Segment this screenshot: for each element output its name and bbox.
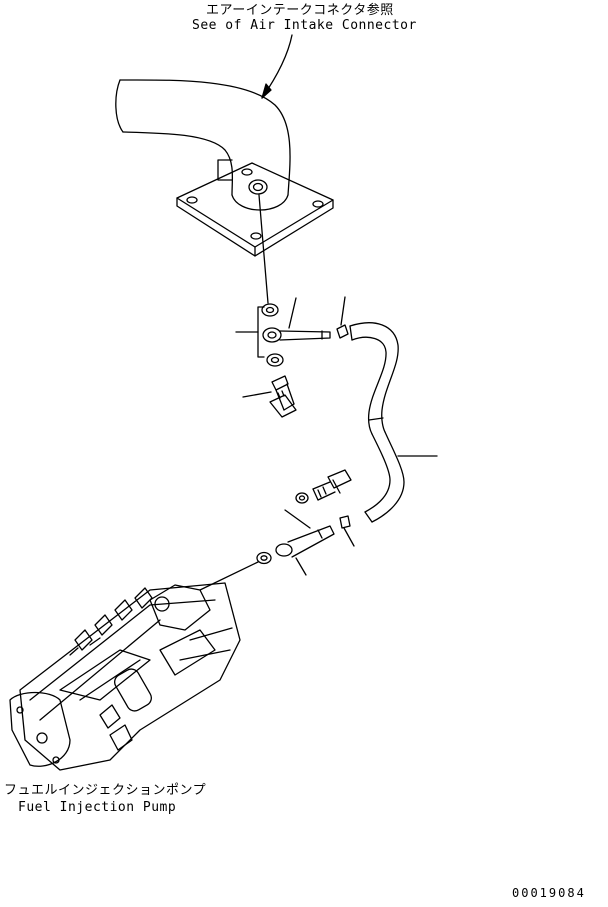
fuel-hose — [350, 323, 437, 522]
eye-joint-lower — [200, 510, 354, 590]
eye-joint-group — [236, 298, 330, 366]
hollow-bolt-upper — [243, 376, 296, 417]
air-intake-label-jp: エアーインテークコネクタ参照 — [206, 3, 394, 18]
air-intake-connector — [116, 80, 333, 256]
fuel-pump-label-en: Fuel Injection Pump — [18, 800, 177, 815]
fuel-injection-pump — [10, 583, 240, 770]
fuel-pump-label-jp: フュエルインジェクションポンプ — [4, 783, 207, 798]
hose-clamp-upper — [337, 297, 348, 338]
air-intake-label-en: See of Air Intake Connector — [192, 18, 417, 33]
air-intake-leader — [262, 35, 292, 98]
hollow-bolt-lower — [296, 470, 351, 503]
assembly-centerline — [259, 195, 268, 303]
part-number: 00019084 — [512, 886, 586, 900]
